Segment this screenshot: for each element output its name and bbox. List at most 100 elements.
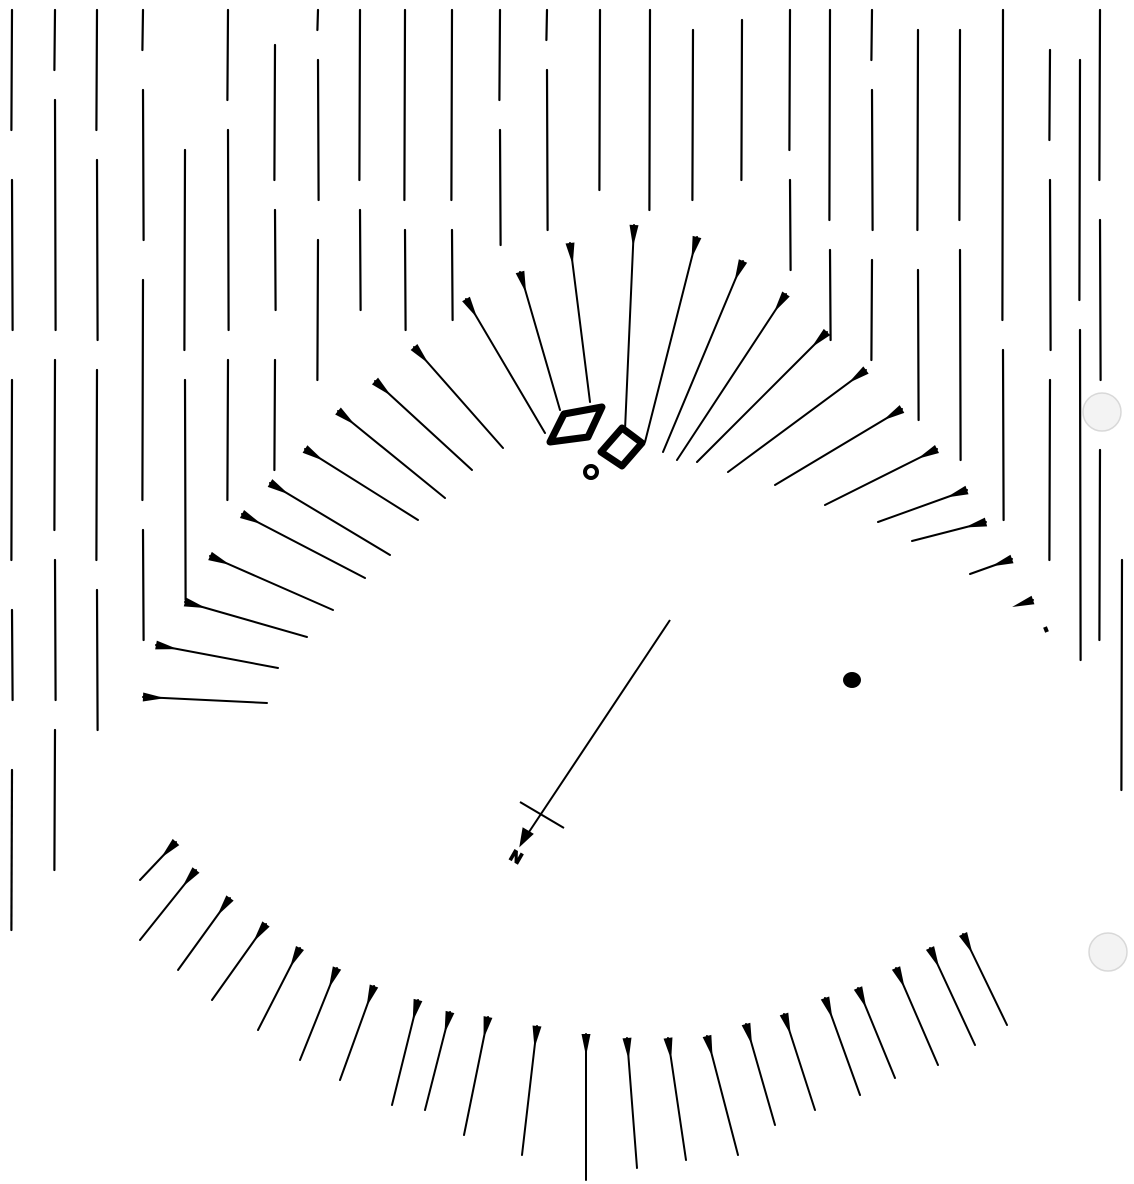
- compass-needle-icon: [878, 486, 969, 522]
- dashed-field-line-segment: [872, 90, 873, 230]
- compass-needle-icon: [912, 518, 987, 541]
- dashed-field-line-segment: [1099, 450, 1100, 640]
- dashed-field-line-segment: [1080, 330, 1081, 660]
- compass-needle-icon: [664, 1037, 686, 1160]
- dashed-field-line-segment: [143, 530, 144, 640]
- dashed-field-line-segment: [1003, 350, 1004, 520]
- dashed-field-line-segment: [649, 10, 650, 210]
- needle-shaft: [697, 332, 827, 462]
- dashed-field-line-segment: [54, 730, 55, 870]
- dashed-field-line-segment: [1049, 380, 1050, 560]
- compass-needle-icon: [623, 1038, 637, 1168]
- dashed-field-line-segment: [228, 130, 229, 330]
- compass-needle-icon: [178, 895, 234, 970]
- compass-needle-icon: [516, 271, 560, 410]
- needle-shaft: [746, 1024, 775, 1125]
- dashed-field-line-segment: [227, 10, 228, 100]
- punch-hole-bottom: [1089, 933, 1127, 971]
- dashed-field-line-segment: [405, 230, 406, 330]
- north-label: N: [506, 846, 526, 868]
- dashed-field-line-segment: [960, 250, 961, 460]
- dashed-field-line-segment: [97, 590, 98, 730]
- lower-arc-compass-needles: [140, 839, 1007, 1180]
- dashed-field-line-segment: [829, 10, 830, 220]
- needle-shaft: [156, 645, 278, 668]
- needle-shaft: [570, 243, 590, 402]
- needle-shaft: [414, 347, 503, 448]
- compass-needle-icon: [821, 996, 860, 1095]
- dashed-field-line-segment: [318, 60, 319, 200]
- needle-shaft: [464, 1017, 488, 1135]
- dashed-field-line-segment: [451, 10, 452, 200]
- needle-shaft: [775, 409, 902, 485]
- dashed-field-line-segment: [142, 280, 143, 500]
- ink-dot-icon: [843, 672, 861, 688]
- dashed-field-line-segment: [96, 10, 97, 130]
- compass-needle-icon: [780, 1013, 815, 1110]
- compass-needle-icon: [143, 693, 267, 703]
- needle-shaft: [896, 968, 938, 1065]
- needle-shaft: [210, 556, 333, 610]
- magnet-block-right: [601, 428, 642, 466]
- compass-needle-icon: [184, 598, 307, 637]
- needle-shaft: [625, 225, 634, 430]
- dashed-field-line-segment: [185, 380, 186, 600]
- bar-magnet-pair-icon: [550, 407, 642, 478]
- compass-needle-icon: [340, 984, 378, 1080]
- dashed-field-line-segment: [917, 30, 918, 230]
- compass-needle-icon: [335, 408, 445, 498]
- dashed-field-line-segment: [871, 260, 872, 360]
- needle-shaft: [825, 449, 937, 505]
- dashed-field-line-segment: [360, 210, 361, 310]
- compass-needle-icon: [645, 236, 701, 442]
- magnet-block-left: [550, 407, 602, 442]
- needle-shaft: [520, 272, 560, 410]
- compass-needle-icon: [258, 946, 304, 1030]
- compass-needle-icon: [208, 552, 333, 610]
- needle-shaft: [300, 968, 337, 1060]
- compass-needle-icon: [854, 986, 895, 1078]
- dashed-field-line-segment: [12, 610, 13, 700]
- needle-fragment: [1045, 627, 1047, 632]
- compass-needle-icon: [464, 1016, 492, 1135]
- dashed-field-line-segment: [11, 380, 12, 560]
- needle-shaft: [878, 490, 967, 522]
- needle-shaft: [242, 514, 365, 578]
- dashed-field-line-segment: [1050, 180, 1051, 350]
- compass-needle-icon: [300, 966, 341, 1060]
- compass-needle-icon: [959, 932, 1007, 1025]
- dashed-field-line-segment: [871, 10, 872, 60]
- dashed-field-line-segment: [227, 360, 228, 500]
- needle-shaft: [663, 261, 743, 452]
- needle-shaft: [728, 370, 866, 472]
- dashed-field-line-segment: [830, 250, 831, 340]
- dashed-field-line-segment: [11, 10, 12, 130]
- needle-shaft: [627, 1038, 637, 1168]
- needle-shaft: [178, 898, 230, 970]
- compass-needle-icon: [522, 1025, 541, 1155]
- compass-needle-icon: [742, 1023, 775, 1125]
- vertical-dashed-field-lines: [11, 10, 1122, 930]
- needle-shaft: [305, 449, 418, 520]
- compass-needle-icon: [566, 242, 590, 402]
- dashed-field-line-segment: [142, 10, 143, 50]
- dashed-field-line-segment: [184, 150, 185, 350]
- compass-needle-icon: [372, 378, 472, 470]
- compass-needle-icon: [1012, 596, 1034, 607]
- dashed-field-line-segment: [959, 30, 960, 220]
- compass-needle-icon: [240, 510, 365, 578]
- dashed-field-line-segment: [317, 10, 318, 30]
- needle-shaft: [784, 1014, 815, 1110]
- dashed-field-line-segment: [1002, 10, 1003, 320]
- dashed-field-line-segment: [11, 770, 12, 930]
- dashed-field-line-segment: [1079, 60, 1080, 300]
- compass-needle-icon: [825, 445, 939, 505]
- north-arrow-icon: N: [506, 620, 670, 867]
- compass-needle-icon: [728, 366, 869, 472]
- dashed-field-line-segment: [359, 10, 360, 180]
- dashed-field-line-segment: [500, 130, 501, 245]
- dashed-field-line-segment: [1049, 50, 1050, 140]
- dashed-field-line-segment: [12, 180, 13, 330]
- north-arrow-crossbar: [520, 802, 564, 828]
